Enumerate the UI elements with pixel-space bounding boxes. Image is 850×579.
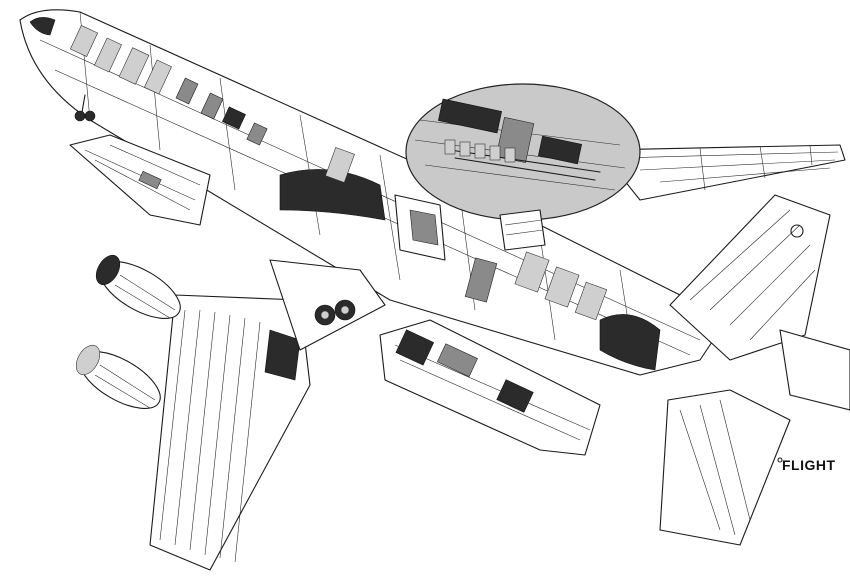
vertical-tail [669,194,831,361]
flight-logo: FLIGHT [777,457,836,473]
left-wing [149,294,311,571]
horizontal-tail-left [659,389,791,546]
horizontal-tail-right [779,329,850,411]
rotodome-inset [405,83,641,221]
flight-logo-text: FLIGHT [782,457,836,473]
engine-upper [95,254,181,319]
aft-cabin-equipment [464,251,661,371]
engine-lower [75,344,161,409]
lower-fuselage-panel [69,134,211,226]
radar-pylon [499,209,546,251]
main-gear [269,259,386,351]
inset-racks [444,139,516,163]
forward-cabin-equipment [29,17,268,146]
mid-cabin-interior [279,147,446,261]
nose-gear [74,94,96,122]
ventral-equipment-pod [379,319,601,456]
